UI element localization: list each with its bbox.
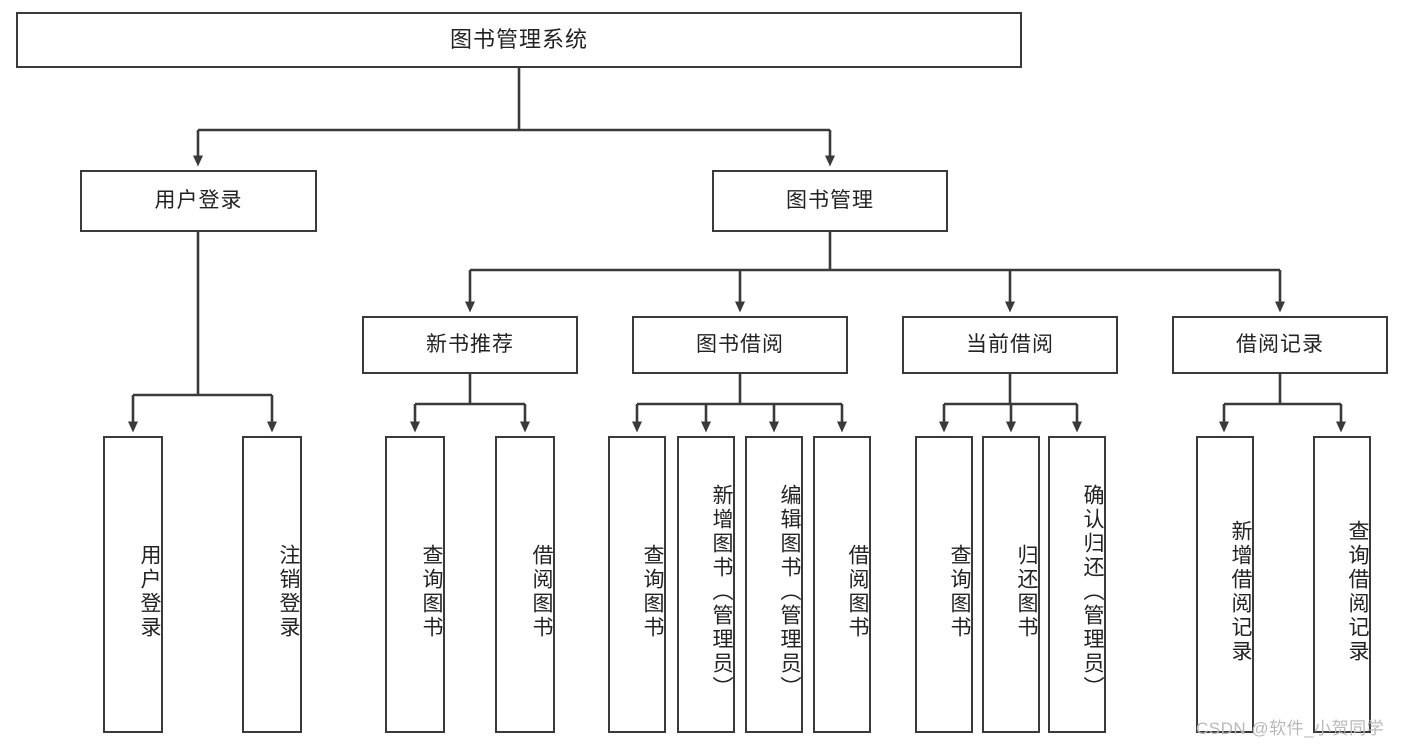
node-book-manage[interactable]: 图书管理 bbox=[712, 170, 948, 232]
leaf-edit-book-admin[interactable]: 编辑图书（管理员） bbox=[745, 436, 803, 733]
leaf-query-borrow-record[interactable]: 查询借阅记录 bbox=[1313, 436, 1371, 733]
leaf-borrow-book-recommend[interactable]: 借阅图书 bbox=[495, 436, 555, 733]
node-book-borrow[interactable]: 图书借阅 bbox=[632, 316, 848, 374]
leaf-add-book-admin[interactable]: 新增图书（管理员） bbox=[677, 436, 735, 733]
node-user-login[interactable]: 用户登录 bbox=[80, 170, 317, 232]
node-new-book-recommend[interactable]: 新书推荐 bbox=[362, 316, 578, 374]
leaf-user-login[interactable]: 用户登录 bbox=[103, 436, 163, 733]
leaf-add-borrow-record[interactable]: 新增借阅记录 bbox=[1196, 436, 1254, 733]
leaf-query-book-current[interactable]: 查询图书 bbox=[915, 436, 973, 733]
leaf-logout-login[interactable]: 注销登录 bbox=[242, 436, 302, 733]
leaf-borrow-book-borrow[interactable]: 借阅图书 bbox=[813, 436, 871, 733]
node-borrow-record[interactable]: 借阅记录 bbox=[1172, 316, 1388, 374]
leaf-return-book[interactable]: 归还图书 bbox=[982, 436, 1040, 733]
node-root-system[interactable]: 图书管理系统 bbox=[16, 12, 1022, 68]
leaf-query-book-recommend[interactable]: 查询图书 bbox=[385, 436, 445, 733]
leaf-query-book-borrow[interactable]: 查询图书 bbox=[608, 436, 666, 733]
node-current-borrow[interactable]: 当前借阅 bbox=[902, 316, 1118, 374]
csdn-watermark: CSDN @软件_小贺同学 bbox=[1196, 719, 1385, 738]
leaf-confirm-return-admin[interactable]: 确认归还（管理员） bbox=[1048, 436, 1106, 733]
